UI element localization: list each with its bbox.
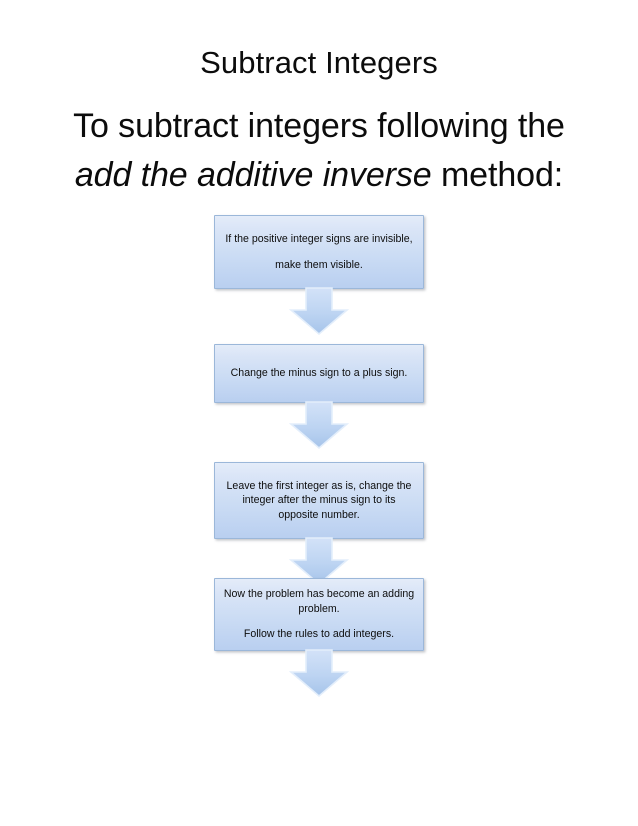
down-arrow-icon-1: [288, 287, 350, 336]
down-arrow-icon-4: [288, 649, 350, 698]
down-arrow-icon-3: [288, 537, 350, 586]
flow-step-1-line-1: If the positive integer signs are invisi…: [225, 233, 413, 245]
flow-step-1-line-2: make them visible.: [275, 258, 363, 271]
flow-step-2-line-1: Change the minus sign to a plus sign.: [230, 367, 408, 380]
flow-step-2: Change the minus sign to a plus sign.: [214, 344, 424, 403]
flow-step-3: Leave the first integer as is, change th…: [214, 462, 424, 539]
subtitle-line-1: To subtract integers following the: [73, 107, 565, 145]
flow-step-4: Now the problem has become an adding pro…: [214, 578, 424, 651]
page-title: Subtract Integers: [200, 45, 438, 80]
subtitle-emphasis: add the additive inverse: [74, 156, 432, 194]
subtitle-tail: method:: [431, 156, 564, 194]
flow-step-4-line-1: Now the problem has become an adding pro…: [223, 588, 415, 615]
flow-step-3-line-1: Leave the first integer as is, change th…: [226, 479, 412, 521]
flow-step-1: If the positive integer signs are invisi…: [214, 215, 424, 289]
flow-step-4-line-2: Follow the rules to add integers.: [243, 628, 395, 641]
subtitle-line-2: add the additive inverse method:: [0, 152, 638, 198]
down-arrow-icon-2: [288, 401, 350, 450]
